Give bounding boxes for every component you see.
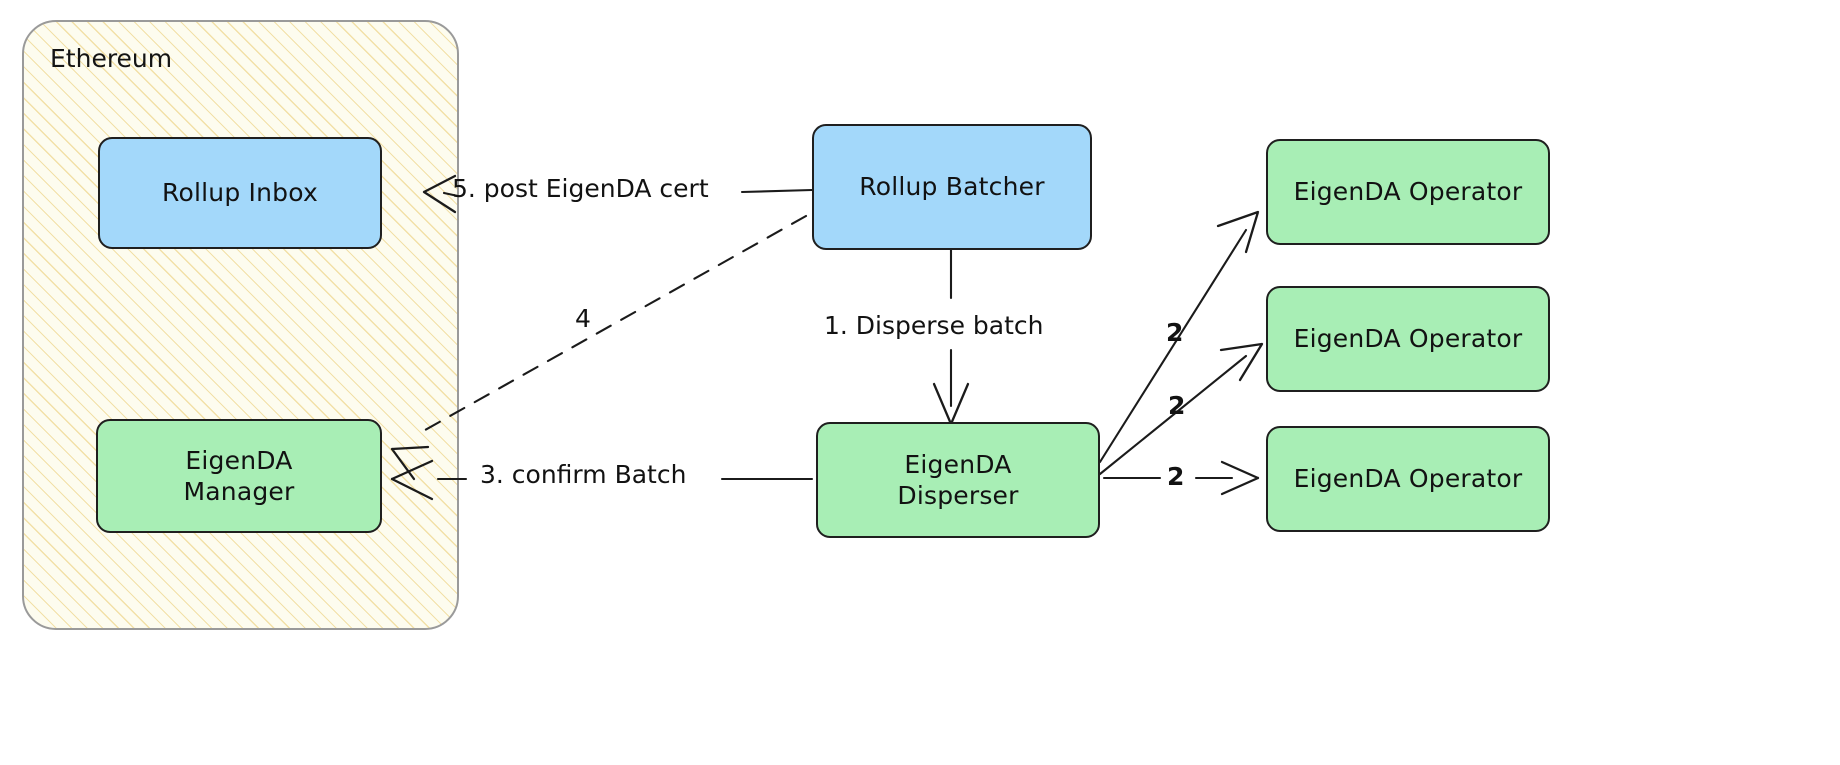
node-eigenda-operator-2[interactable]: EigenDA Operator — [1266, 286, 1550, 392]
node-eigenda-manager[interactable]: EigenDA Manager — [96, 419, 382, 533]
node-rollup-batcher[interactable]: Rollup Batcher — [812, 124, 1092, 250]
edge-label-2-operator-1: 2 — [1166, 318, 1184, 347]
edge-label-4: 4 — [575, 304, 591, 333]
edge-label-disperse-batch: 1. Disperse batch — [824, 311, 1044, 340]
edge-label-2-operator-3: 2 — [1167, 462, 1185, 491]
cluster-ethereum-label: Ethereum — [50, 44, 173, 73]
edge-label-post-eigenda-cert: 5. post EigenDA cert — [452, 174, 709, 203]
node-eigenda-disperser[interactable]: EigenDA Disperser — [816, 422, 1100, 538]
edge-label-confirm-batch: 3. confirm Batch — [480, 460, 687, 489]
cluster-ethereum — [22, 20, 459, 630]
node-rollup-inbox[interactable]: Rollup Inbox — [98, 137, 382, 249]
edge-label-2-operator-2: 2 — [1168, 391, 1186, 420]
node-eigenda-operator-1[interactable]: EigenDA Operator — [1266, 139, 1550, 245]
node-eigenda-operator-3[interactable]: EigenDA Operator — [1266, 426, 1550, 532]
